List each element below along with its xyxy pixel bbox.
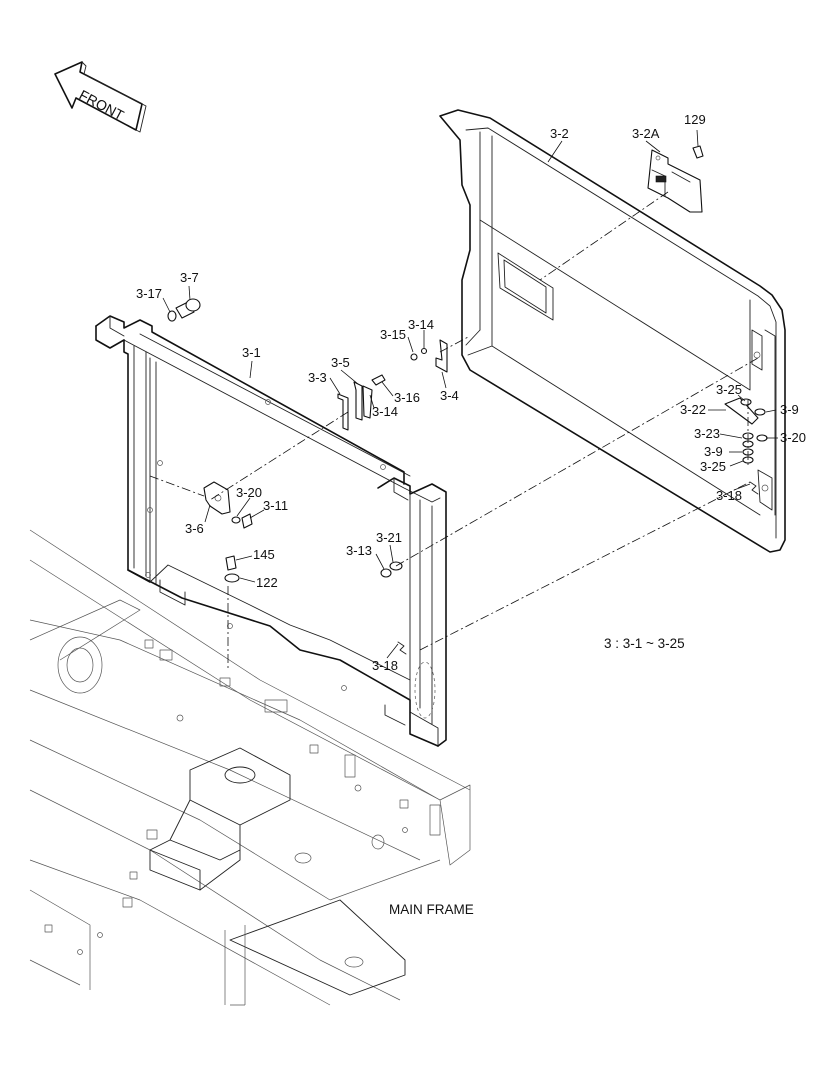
label-3-23: 3-23 — [694, 426, 720, 441]
label-3-2a: 3-2A — [632, 126, 660, 141]
label-3-13: 3-13 — [346, 543, 372, 558]
label-3-14a: 3-14 — [408, 317, 434, 332]
label-3-18b: 3-18 — [372, 658, 398, 673]
small-parts — [167, 298, 768, 655]
label-3-9b: 3-9 — [704, 444, 723, 459]
label-3-6: 3-6 — [185, 521, 204, 536]
label-3-4: 3-4 — [440, 388, 459, 403]
door-panel — [439, 109, 786, 553]
door-frame — [95, 315, 447, 747]
label-3-20b: 3-20 — [236, 485, 262, 500]
label-3-5: 3-5 — [331, 355, 350, 370]
label-3-1: 3-1 — [242, 345, 261, 360]
label-3-25a: 3-25 — [716, 382, 742, 397]
label-3-11: 3-11 — [263, 498, 288, 513]
label-129: 129 — [684, 112, 706, 127]
main-frame-drawing — [29, 529, 471, 1006]
label-3-9a: 3-9 — [780, 402, 799, 417]
label-3-17: 3-17 — [136, 286, 162, 301]
label-3-21: 3-21 — [376, 530, 402, 545]
label-3-22: 3-22 — [680, 402, 706, 417]
alignment-lines — [149, 191, 759, 670]
label-3-2: 3-2 — [550, 126, 569, 141]
label-3-3: 3-3 — [308, 370, 327, 385]
range-note: 3 : 3-1 ~ 3-25 — [604, 636, 685, 651]
label-145: 145 — [253, 547, 275, 562]
leader-lines — [162, 140, 778, 659]
label-3-15: 3-15 — [380, 327, 406, 342]
label-3-18a: 3-18 — [716, 488, 742, 503]
latch-3-2a — [647, 129, 704, 213]
label-3-14b: 3-14 — [372, 404, 398, 419]
label-3-25b: 3-25 — [700, 459, 726, 474]
callout-labels: 3-2 3-2A 129 3-7 3-17 3-1 3-14 3-15 3-5 … — [136, 112, 806, 673]
main-frame-label: MAIN FRAME — [389, 902, 474, 917]
label-3-7: 3-7 — [180, 270, 199, 285]
label-3-16: 3-16 — [394, 390, 420, 405]
front-arrow-icon: FRONT — [54, 61, 147, 133]
label-122: 122 — [256, 575, 278, 590]
label-3-20a: 3-20 — [780, 430, 806, 445]
